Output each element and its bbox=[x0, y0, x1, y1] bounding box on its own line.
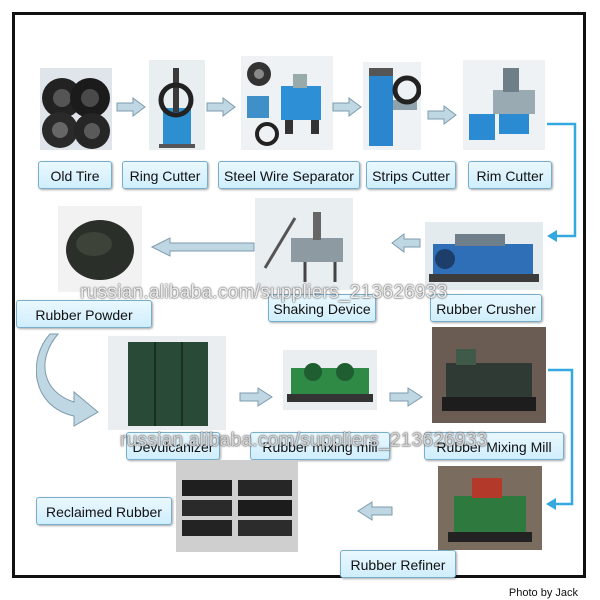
watermark-2: russian.alibaba.com/suppliers_213626933 bbox=[120, 430, 488, 452]
connector-mixing-to-refiner bbox=[546, 364, 582, 514]
rubber-crusher-image bbox=[425, 222, 543, 290]
arrow-left-refiner-to-reclaimed bbox=[354, 500, 394, 522]
rubber-mixing-mill-small-image bbox=[283, 350, 377, 410]
ring-cutter-image bbox=[149, 60, 205, 150]
arrow-left-crusher-to-shaking bbox=[388, 232, 422, 254]
reclaimed-rubber-image bbox=[176, 460, 298, 552]
rubber-refiner-image bbox=[438, 466, 542, 550]
arrow-right-1 bbox=[115, 96, 147, 118]
arrow-right-devulc-to-mill bbox=[238, 386, 274, 408]
strips-cutter-image bbox=[363, 62, 421, 150]
rubber-powder-image bbox=[58, 206, 142, 292]
arrow-right-4 bbox=[426, 104, 458, 126]
rim-cutter-image bbox=[463, 60, 545, 150]
steel-wire-separator-label: Steel Wire Separator bbox=[218, 161, 360, 189]
ring-cutter-label: Ring Cutter bbox=[122, 161, 208, 189]
rubber-powder-label: Rubber Powder bbox=[16, 300, 152, 328]
watermark-1: russian.alibaba.com/suppliers_213626933 bbox=[80, 282, 448, 304]
reclaimed-rubber-label: Reclaimed Rubber bbox=[36, 497, 172, 525]
rubber-refiner-label: Rubber Refiner bbox=[340, 550, 456, 578]
arrow-curved-powder-to-devulcanizer bbox=[36, 330, 106, 430]
connector-rim-to-crusher bbox=[545, 118, 585, 248]
arrow-right-3 bbox=[331, 96, 363, 118]
rubber-mixing-mill-image bbox=[432, 327, 546, 423]
photo-credit: Photo by Jack bbox=[509, 587, 578, 599]
rim-cutter-label: Rim Cutter bbox=[468, 161, 552, 189]
devulcanizer-image bbox=[108, 336, 226, 430]
old-tire-image bbox=[40, 68, 112, 150]
old-tire-label: Old Tire bbox=[38, 161, 112, 189]
strips-cutter-label: Strips Cutter bbox=[366, 161, 456, 189]
arrow-right-mill-to-mixing bbox=[388, 386, 424, 408]
steel-wire-separator-image bbox=[241, 56, 333, 150]
arrow-right-2 bbox=[205, 96, 237, 118]
shaking-device-image bbox=[255, 198, 353, 290]
arrow-left-shaking-to-powder bbox=[148, 236, 256, 258]
